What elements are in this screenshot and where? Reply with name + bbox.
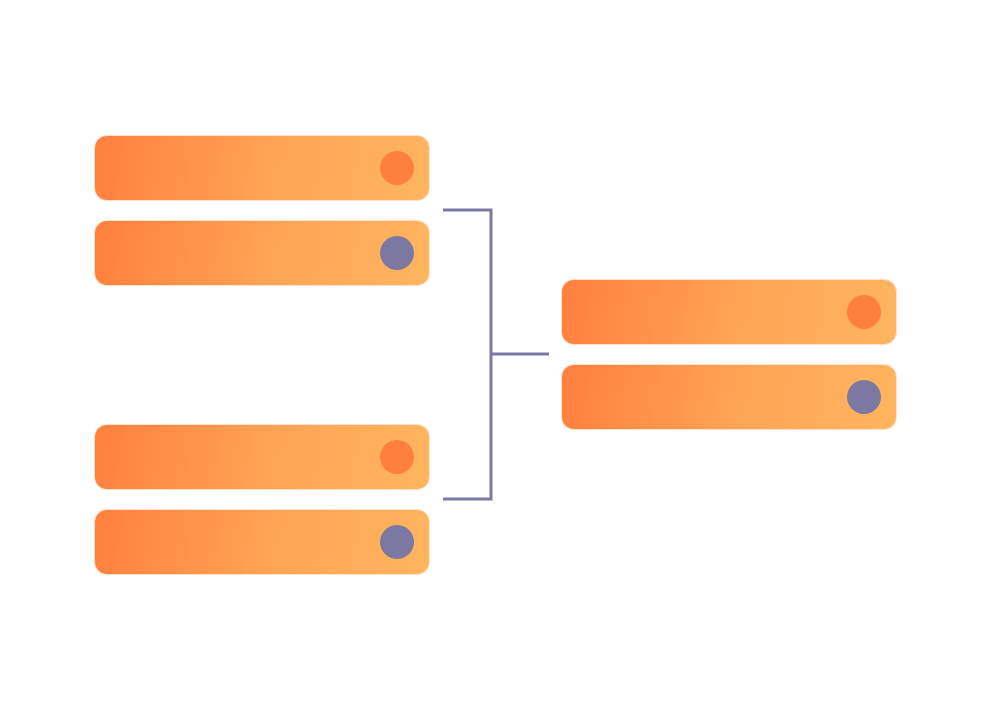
orange-indicator-icon <box>380 151 414 185</box>
orange-indicator-icon <box>847 295 881 329</box>
round2-match1-slot2[interactable] <box>562 365 896 429</box>
round1-match1-slot1[interactable] <box>95 136 429 200</box>
round1-match2-slot1[interactable] <box>95 425 429 489</box>
purple-indicator-icon <box>380 236 414 270</box>
connector-bracket-line <box>443 208 493 501</box>
round1-match2-slot2[interactable] <box>95 510 429 574</box>
round2-match1-slot1[interactable] <box>562 280 896 344</box>
orange-indicator-icon <box>380 440 414 474</box>
round1-match1-slot2[interactable] <box>95 221 429 285</box>
purple-indicator-icon <box>380 525 414 559</box>
purple-indicator-icon <box>847 380 881 414</box>
